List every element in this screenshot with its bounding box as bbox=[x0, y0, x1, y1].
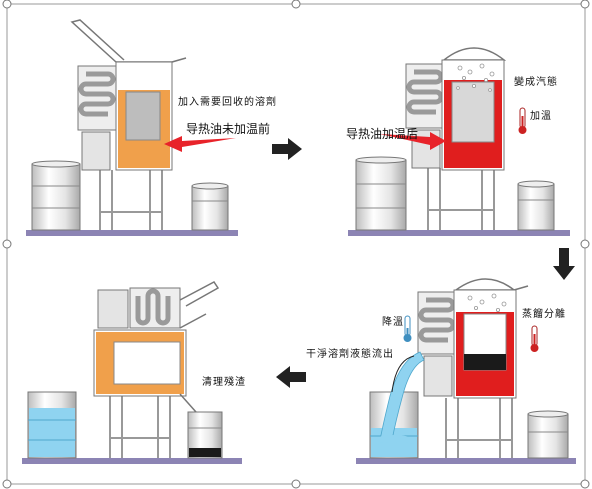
vapor-bubbles bbox=[467, 293, 507, 312]
clean-solvent-drum bbox=[27, 391, 77, 459]
label-add-solvent: 加入需要回收的溶劑 bbox=[178, 97, 277, 108]
storage-drum bbox=[31, 160, 81, 231]
platform bbox=[22, 458, 242, 464]
pointer-arrow bbox=[380, 132, 446, 150]
platform bbox=[348, 230, 570, 236]
solvent-inner bbox=[113, 341, 181, 385]
control-box bbox=[81, 131, 111, 171]
label-cooling: 降溫 bbox=[382, 317, 404, 328]
condenser-coil bbox=[78, 71, 116, 117]
storage-drum bbox=[355, 156, 407, 231]
panel-clean-residue bbox=[22, 281, 242, 464]
closed-lid bbox=[453, 278, 517, 291]
panel-oil-before-heating bbox=[26, 19, 238, 236]
label-becomes-vapor: 變成汽態 bbox=[514, 77, 558, 88]
residue-drum bbox=[517, 180, 555, 231]
residue-layer bbox=[464, 354, 506, 370]
solvent-inner bbox=[125, 91, 161, 141]
open-lid bbox=[179, 281, 220, 329]
solvent-inner bbox=[451, 81, 495, 143]
arrow-left-icon bbox=[276, 366, 306, 388]
pointer-arrow bbox=[164, 136, 236, 152]
label-clean-residue: 清理殘渣 bbox=[202, 377, 246, 388]
label-clean-liquid-out: 干淨溶劑液態流出 bbox=[306, 349, 394, 360]
residue-drum bbox=[527, 410, 569, 459]
control-box bbox=[97, 289, 129, 329]
arrow-right-icon bbox=[272, 138, 302, 160]
flow-arrow bbox=[391, 355, 415, 393]
label-heating: 加溫 bbox=[530, 111, 552, 122]
condenser-coil bbox=[135, 288, 171, 326]
closed-lid bbox=[441, 47, 507, 61]
residue-drum bbox=[191, 182, 229, 231]
arrow-down-icon bbox=[553, 248, 575, 280]
thermometer-icon bbox=[530, 325, 539, 352]
platform bbox=[356, 458, 576, 464]
thermometer-icon bbox=[518, 107, 527, 134]
control-box bbox=[423, 355, 453, 397]
residue-drum bbox=[187, 411, 223, 459]
condenser-coil bbox=[418, 297, 456, 343]
vapor-bubbles bbox=[456, 63, 495, 92]
condenser-coil bbox=[406, 69, 444, 115]
panel-oil-after-heating bbox=[348, 47, 570, 236]
label-distill-separate: 蒸餾分離 bbox=[522, 309, 566, 320]
open-lid bbox=[70, 19, 187, 63]
label-oil-after-heating: 导热油加温后 bbox=[346, 127, 419, 141]
label-oil-before-heating: 导热油未加温前 bbox=[186, 122, 271, 136]
panel-distillation bbox=[356, 278, 576, 464]
thermometer-icon bbox=[403, 315, 412, 342]
platform bbox=[26, 230, 238, 236]
